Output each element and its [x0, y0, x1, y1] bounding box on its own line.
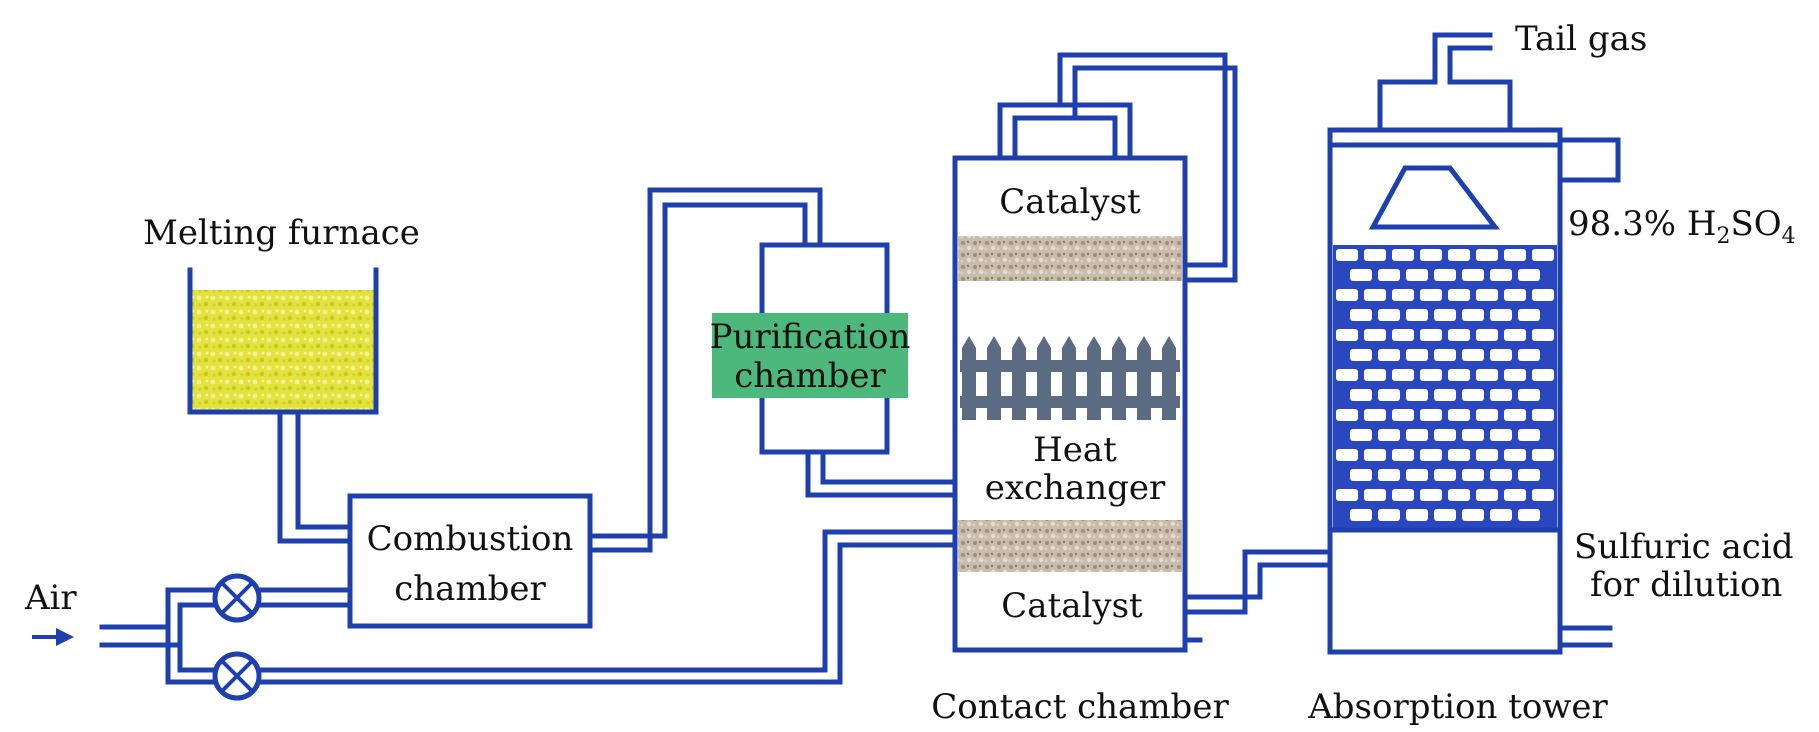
catalyst-bed-bottom — [958, 520, 1182, 572]
purification-label-line1: Purification — [710, 317, 911, 357]
pipes — [99, 32, 1621, 685]
combustion-label-line2: chamber — [394, 569, 546, 609]
purification-highlight — [712, 313, 908, 398]
melting-furnace — [187, 267, 379, 415]
molten-sulfur — [190, 290, 376, 412]
air-label: Air — [24, 578, 77, 618]
valve-icon — [212, 573, 262, 623]
absorption-tower-label: Absorption tower — [1307, 687, 1608, 727]
catalyst-bed-top — [958, 236, 1182, 281]
tail-gas-label: Tail gas — [1515, 19, 1647, 59]
contact-chamber-label: Contact chamber — [931, 687, 1229, 727]
catalyst-top-label: Catalyst — [999, 182, 1141, 222]
dilution-label-line1: Sulfuric acid — [1574, 527, 1793, 567]
valve-icon — [212, 651, 262, 701]
packing-layer — [1333, 245, 1557, 528]
arrow-right-icon — [32, 628, 74, 646]
heat-exchanger — [960, 336, 1180, 420]
melting-furnace-label: Melting furnace — [143, 213, 420, 253]
acid-concentration-label: 98.3% H2SO4 — [1568, 204, 1796, 249]
heat-exchanger-label-line2: exchanger — [985, 468, 1166, 508]
purification-label-line2: chamber — [734, 356, 886, 396]
catalyst-bottom-label: Catalyst — [1001, 586, 1143, 626]
acid-sprayer — [1368, 165, 1501, 230]
combustion-chamber — [347, 493, 593, 629]
heat-exchanger-label-line1: Heat — [1033, 430, 1117, 470]
dilution-label-line2: for dilution — [1590, 565, 1782, 605]
combustion-label-line1: Combustion — [367, 519, 574, 559]
